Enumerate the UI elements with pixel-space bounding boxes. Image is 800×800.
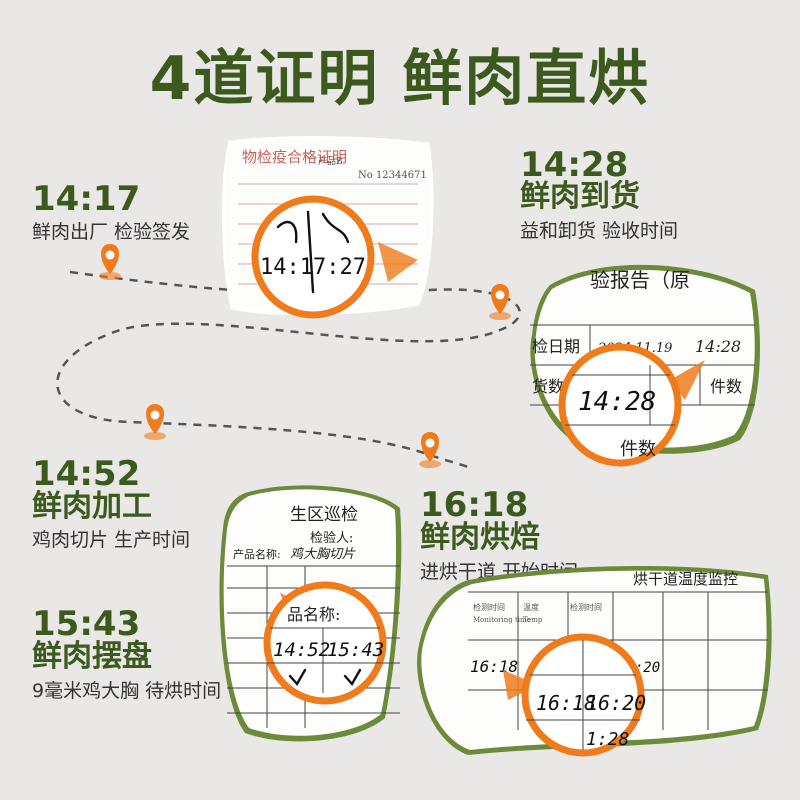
doc-title: 物检疫合格证明 [242,148,347,166]
oven-col-label: 检测时间 [570,602,602,612]
zoom-time-3: 1:28 [586,729,629,750]
zoom-time: 14:17:27 [260,255,366,280]
step-description: 鸡肉切片 生产时间 [32,529,191,551]
step-time: 15:43 [32,604,141,644]
step-heading: 鲜肉到货 [520,179,640,214]
location-pin-icon [144,404,166,440]
oven-col-label: 检测时间 [473,602,505,612]
oven-col-sub: Temp [523,616,543,624]
step-description: 9毫米鸡大胸 待烘时间 [32,680,222,702]
processing-photo: 生区巡检 检验人: 产品名称: 鸡大胸切片 品名称: 14:52 15:43 [219,485,402,742]
step-description: 益和卸货 验收时间 [520,220,679,242]
oven-photo: 烘干道温度监控 检测时间 温度 检测时间 Monitoring time Tem… [417,565,772,757]
location-pin-icon [99,244,121,280]
form-product-value: 鸡大胸切片 [290,547,356,562]
step-heading: 鲜肉摆盘 [32,639,152,674]
oven-col-sub: Monitoring time [473,616,531,624]
zoom-time-2: 16:20 [586,691,646,715]
certificate-photo: 物检疫合格证明 No 12344671 产品B 14:17:27 [221,136,434,319]
zoom-label: 品名称: [287,605,340,624]
step-time: 14:52 [32,454,141,494]
oven-time: 16:18 [470,657,518,676]
zoom-time-1: 14:52 [273,639,330,661]
step-time: 16:18 [420,485,529,525]
form-inspector: 检验人: [310,530,353,546]
step-description: 鲜肉出厂 检验签发 [32,221,191,243]
oven-col-label: 温度 [523,602,539,612]
page-title: 4道证明 鲜肉直烘 [149,44,651,114]
location-pin-icon [489,284,511,320]
form-product-label: 产品名称: [233,547,281,561]
report-date-label: 检日期 [532,337,580,356]
doc-note: 产品B [318,155,343,167]
report-time: 14:28 [695,337,741,356]
zoom-magnifier: 16:18 16:20 1:28 [521,633,646,757]
report-header: 验报告（原 [590,268,690,292]
zoom-time-1: 16:18 [536,691,596,715]
oven-log-header: 烘干道温度监控 [633,570,738,588]
zoom-magnifier: 品名称: 14:52 15:43 [263,581,387,705]
form-header: 生区巡检 [290,505,358,525]
step-heading: 鲜肉加工 [32,489,152,524]
zoom-time: 14:28 [578,387,656,417]
report-count-label: 货数 [532,377,564,396]
location-pin-icon [419,432,441,468]
step-time: 14:17 [32,179,141,219]
zoom-magnifier: 14:17:27 [251,195,375,319]
zoom-magnifier: 14:28 件数 [558,343,682,467]
report-count-right: 件数 [710,377,742,396]
report-photo: 验报告（原 检日期 2024.11.19 14:28 货数 件数 14:28 件… [530,264,760,467]
zoom-label: 件数 [620,439,656,460]
step-heading: 鲜肉烘焙 [420,520,540,555]
doc-number: No 12344671 [358,170,427,181]
zoom-time-2: 15:43 [327,639,384,661]
step-time: 14:28 [520,145,629,185]
